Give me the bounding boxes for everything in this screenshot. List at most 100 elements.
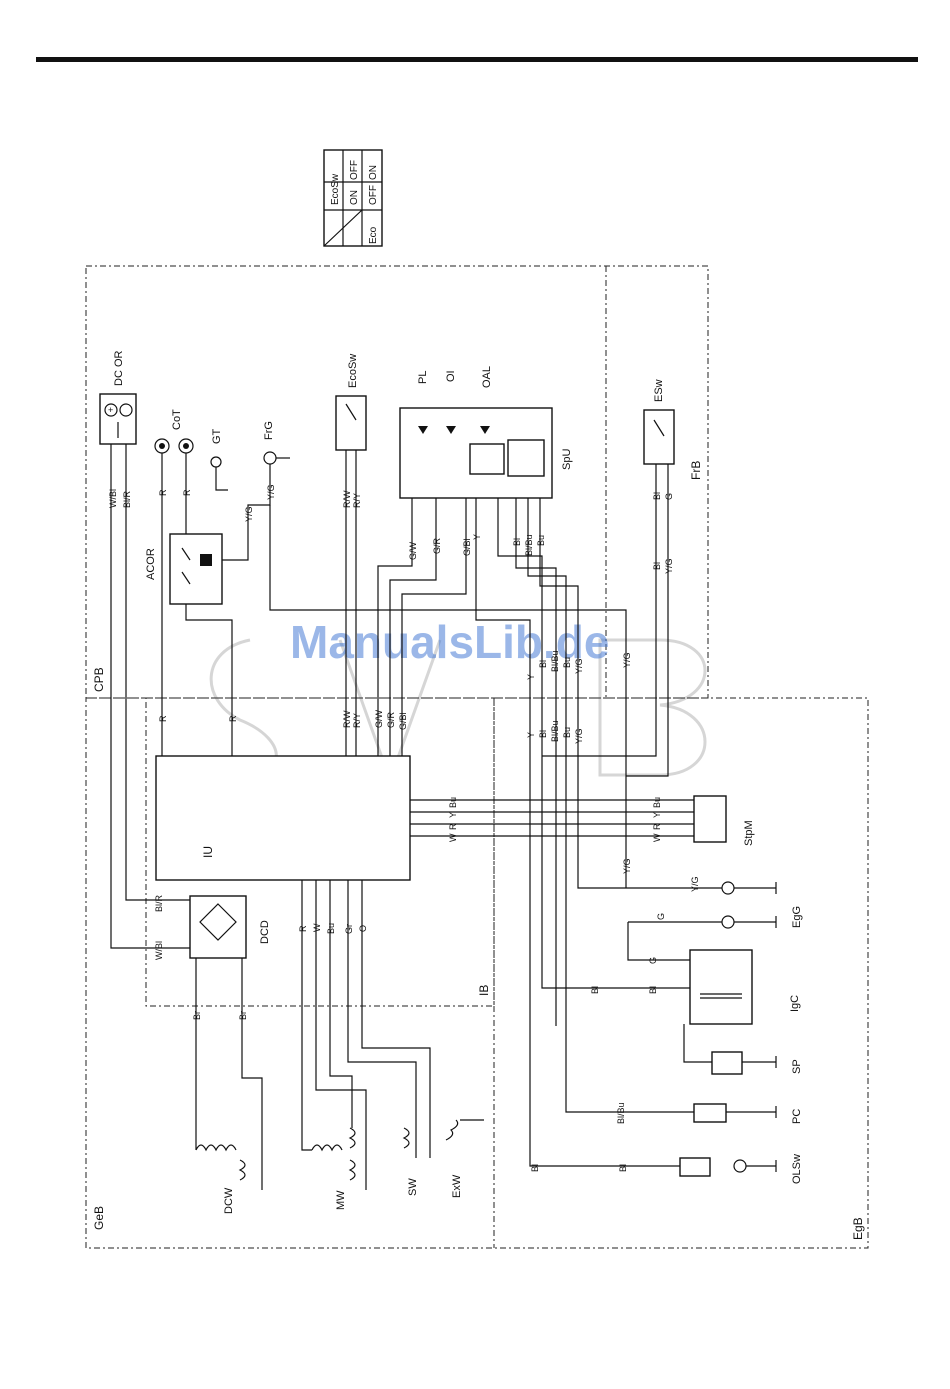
wire-label-br-2: Br (238, 1011, 248, 1020)
pc-component: PC (693, 1103, 803, 1124)
wire-label-r-y-top: R/Y (352, 493, 362, 508)
eco-table-cell-r2c2: ON (368, 165, 379, 180)
wire-label-w-bl-dcd: W/Bl (154, 941, 164, 960)
wire-label-r-cot2: R (182, 489, 192, 496)
dc-or-label: DC OR (113, 351, 125, 387)
oal-label: OAL (481, 366, 493, 388)
wire-label-g-igc: G (648, 957, 658, 964)
wire-label-y-g-acor: Y/G (244, 506, 254, 522)
dcw-winding: DCW (195, 1144, 246, 1214)
region-ib-border (145, 697, 495, 1007)
eco-table-cell-r2c1: OFF (368, 185, 379, 205)
cot-component: CoT (154, 409, 194, 454)
wire-label-y-g-mid2: Y/G (574, 658, 584, 674)
eco-table-header-eco: Eco (368, 226, 379, 244)
exw-label: ExW (451, 1174, 463, 1198)
wire-label-bl-r-dcd: Bl/R (154, 894, 164, 912)
wire-label-bl-bu-pc: Bl/Bu (616, 1102, 626, 1124)
exw-winding: ExW (445, 1119, 463, 1198)
region-geb-border (85, 697, 869, 1249)
wiring (110, 453, 722, 1190)
wire-label-w-bl-top: W/Bl (108, 489, 118, 508)
wire-label-w-iu: W (448, 833, 458, 842)
wire-label-r-iu2: R (228, 715, 238, 722)
wire-label-bl-bu-mid: Bl/Bu (550, 650, 560, 672)
stpm-label: StpM (743, 820, 755, 846)
wire-label-bu-top: Bu (536, 535, 546, 546)
wire-label-bl-esw: Bl (652, 492, 662, 500)
iu-label: IU (201, 846, 215, 858)
wire-label-y-g-stpm: Y/G (622, 858, 632, 874)
svg-text:+: + (108, 405, 113, 415)
dc-or-component: + DC OR (99, 351, 137, 462)
oi-label: OI (445, 370, 457, 382)
wire-label-br-1: Br (192, 1011, 202, 1020)
wire-label-y-top: Y (472, 534, 482, 540)
eco-table-cell-r1c1: ON (349, 190, 360, 205)
wire-label-bl-esw-low: Bl (652, 562, 662, 570)
wire-label-bl-low: Bl (538, 730, 548, 738)
wire-label-y-low: Y (526, 732, 536, 738)
frg-label: FrG (263, 421, 275, 440)
ecosw-label: EcoSw (347, 354, 359, 388)
gt-label: GT (211, 428, 223, 444)
dcd-component: DCD (189, 895, 271, 959)
wire-label-w-stpm: W (652, 833, 662, 842)
wire-label-y-g-esw-low: Y/G (664, 558, 674, 574)
wire-label-r-iu: R (448, 823, 458, 830)
stpm-component: StpM (693, 795, 755, 846)
ground-terminal-yg (721, 881, 777, 895)
wire-labels: W/Bl Bl/R R R Y/G Y/G R/W R/Y G/W G/R G/… (108, 484, 700, 1172)
gt-component: GT (210, 428, 228, 491)
wire-label-bl-r-top: Bl/R (122, 490, 132, 508)
region-frb-label: FrB (689, 461, 703, 480)
wire-label-g-egg: G (656, 913, 666, 920)
egg-label: EgG (791, 906, 803, 928)
olsw-component: OLSw (679, 1154, 803, 1184)
wire-label-bu-iu: Bu (448, 797, 458, 808)
wire-label-y-g-low: Y/G (574, 728, 584, 744)
igc-label: IgC (789, 995, 801, 1012)
region-geb-label: GeB (92, 1206, 106, 1230)
igc-component: IgC (689, 949, 801, 1025)
wire-label-g-r-iu: G/R (386, 711, 396, 728)
wire-label-r-cot1: R (158, 489, 168, 496)
wire-label-y-g-frg: Y/G (266, 484, 276, 500)
wire-label-r-y-iu: R/Y (352, 713, 362, 728)
wire-label-bu-stpm: Bu (652, 797, 662, 808)
region-borders (85, 265, 869, 1249)
spu-label: SpU (561, 449, 573, 470)
wire-label-g-esw: G (664, 493, 674, 500)
ecosw-component: EcoSw (335, 354, 367, 468)
wire-label-bl-olsw2: Bl (618, 1164, 628, 1172)
spu-component: PL OI OAL SpU (399, 366, 573, 499)
wire-label-r-mw: R (298, 925, 308, 932)
eco-table-cell-r1c2: OFF (349, 160, 360, 180)
wire-label-r-w-iu: R/W (342, 710, 352, 728)
wire-label-bl-top: Bl (512, 538, 522, 546)
wire-label-y-g-ground: Y/G (690, 876, 700, 892)
iu-component: IU (155, 755, 411, 881)
wire-label-bl-olsw1: Bl (530, 1164, 540, 1172)
sw-winding: SW (402, 1127, 419, 1196)
wire-label-bu-mw: Bu (326, 923, 336, 934)
esw-label: ESw (653, 379, 665, 402)
acor-component: ACOR (145, 533, 223, 605)
wire-label-bl-bu-top: Bl/Bu (524, 534, 534, 556)
frg-component: FrG (263, 421, 290, 465)
esw-component: ESw (643, 379, 675, 465)
dcd-label: DCD (259, 920, 271, 944)
wire-label-g-bl-top: G/Bl (462, 538, 472, 556)
wire-label-bl-igc1: Bl (590, 986, 600, 994)
wire-label-y-g-mid: Y/G (622, 652, 632, 668)
sp-label: SP (791, 1059, 803, 1074)
wire-label-r-w-top: R/W (342, 490, 352, 508)
acor-label: ACOR (145, 548, 157, 580)
olsw-label: OLSw (791, 1154, 803, 1184)
wire-label-y-mid: Y (526, 674, 536, 680)
pl-label: PL (417, 371, 429, 384)
wire-label-g-bl-iu: G/Bl (398, 712, 408, 730)
top-rule (36, 57, 918, 62)
pc-label: PC (791, 1109, 803, 1124)
wire-label-gr-sw: Gr (344, 924, 354, 934)
